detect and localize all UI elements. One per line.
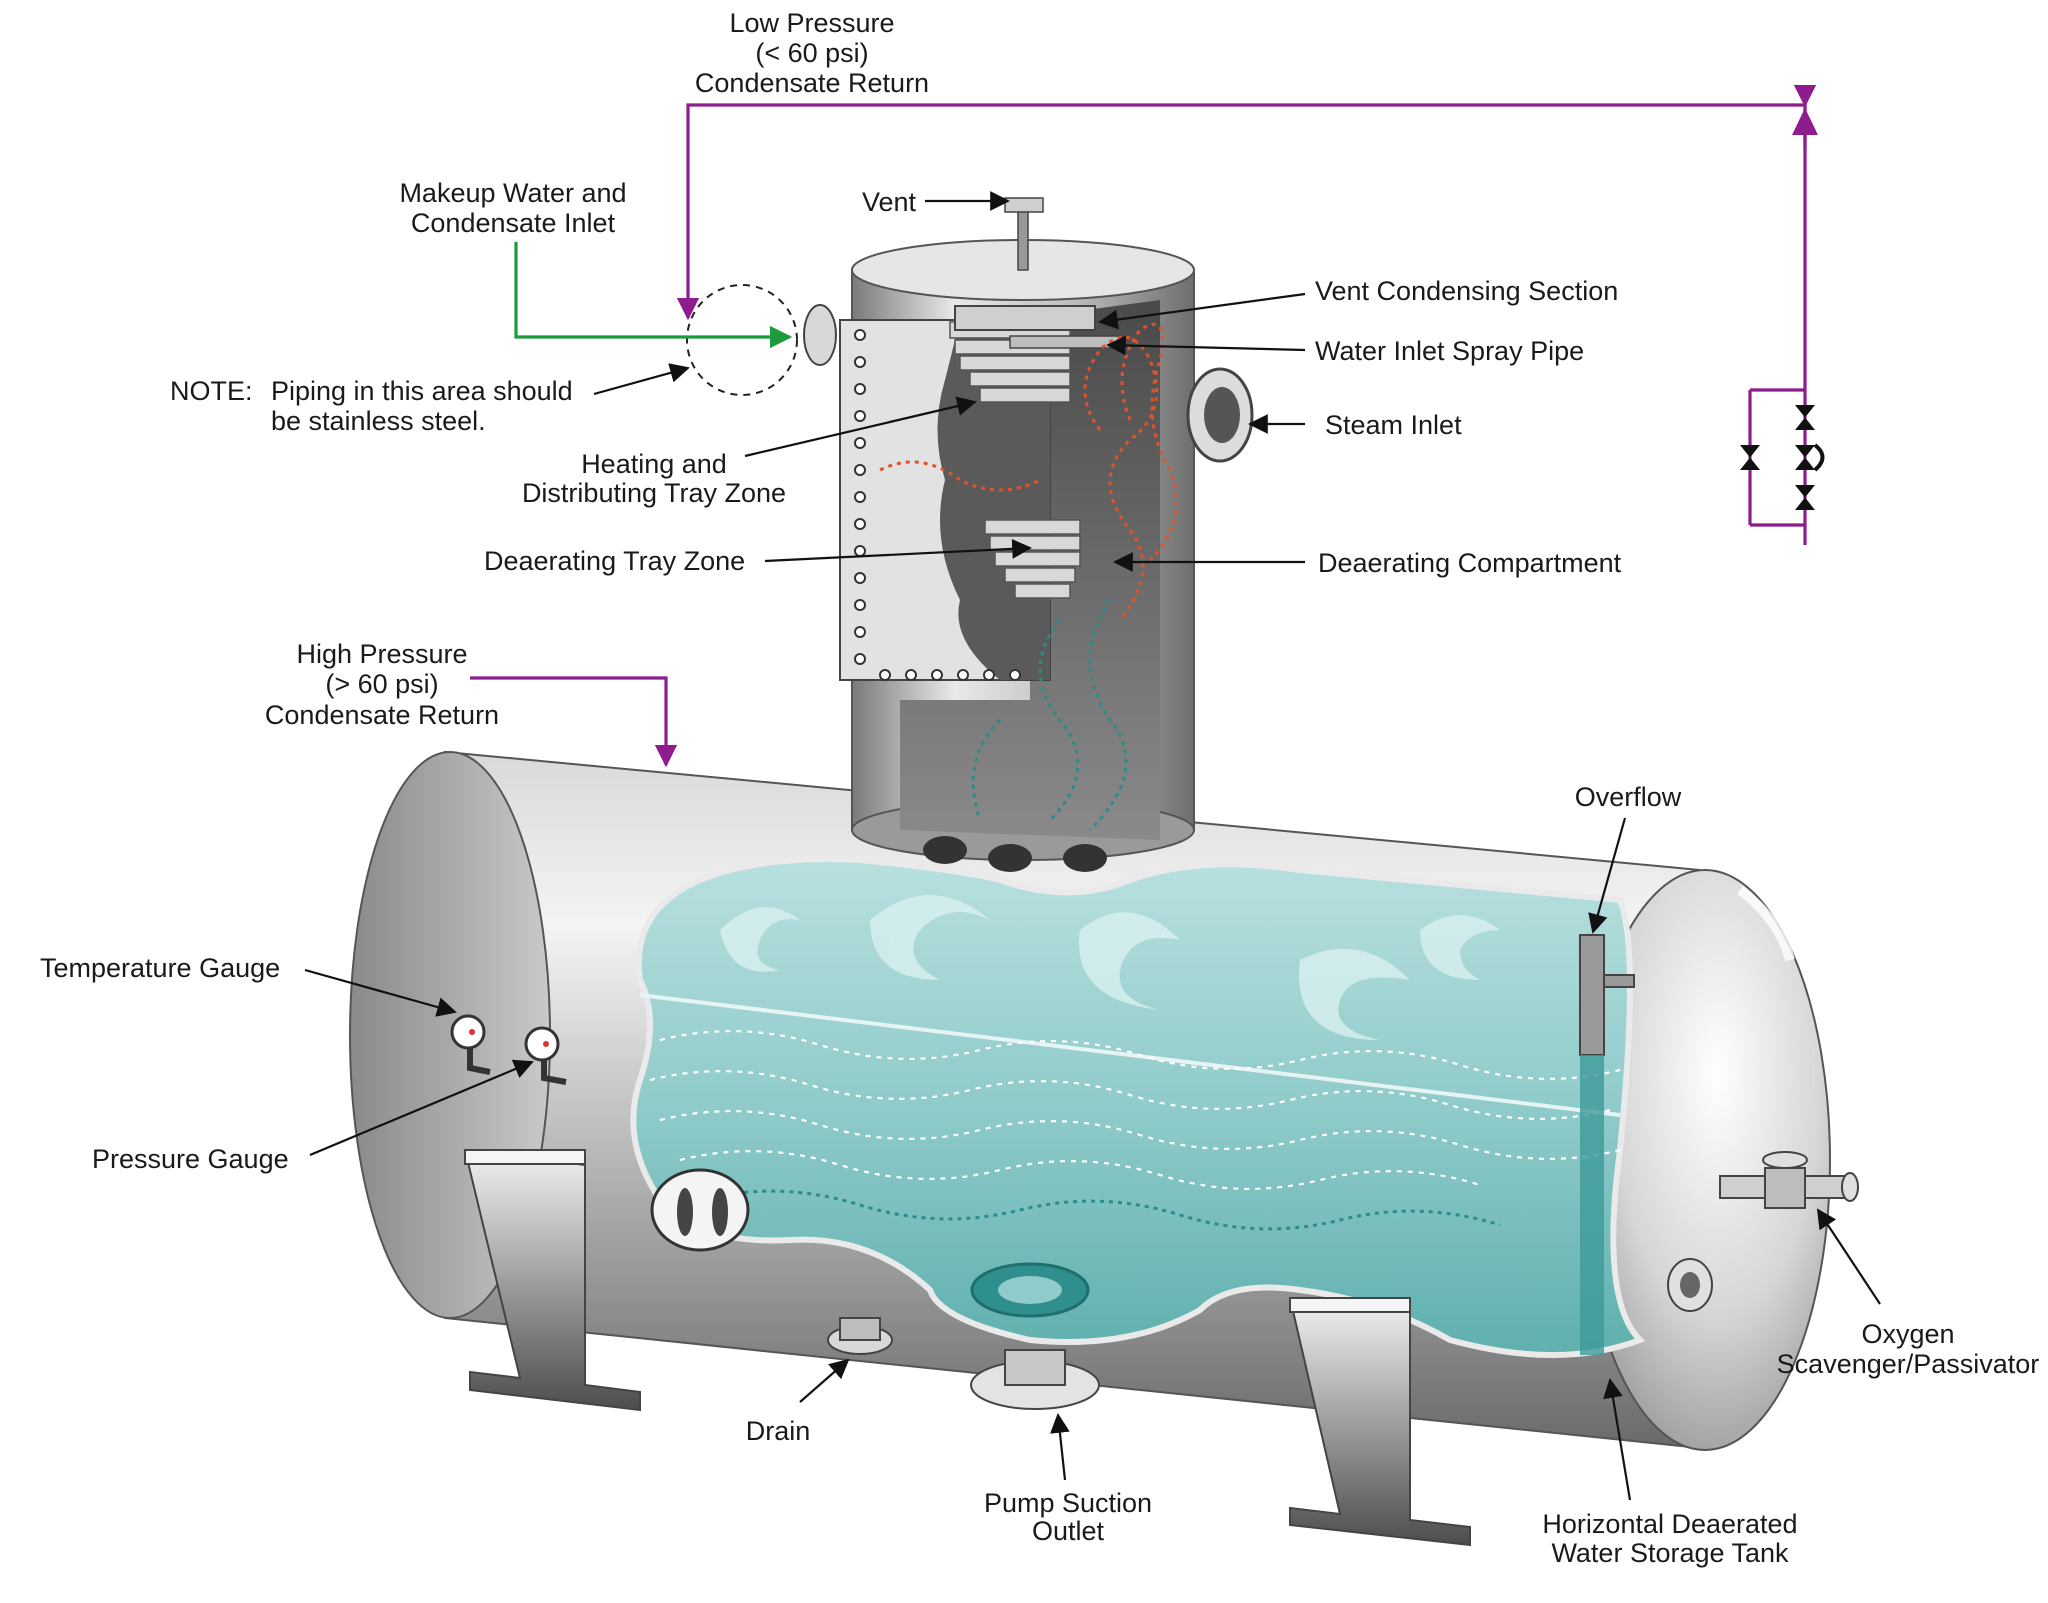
- label-low-pressure-line2: (< 60 psi): [755, 38, 868, 68]
- low-pressure-arrow-head: [1792, 108, 1818, 135]
- stainless-area-circle: [686, 284, 798, 396]
- pump-suction-nozzle: [970, 1349, 1100, 1410]
- label-deaerating-compartment: Deaerating Compartment: [1318, 548, 1622, 578]
- door-bolt: [854, 653, 866, 665]
- door-bolt: [879, 669, 891, 681]
- door-bolt: [854, 410, 866, 422]
- label-oxygen-line1: Oxygen: [1861, 1319, 1954, 1349]
- label-water-inlet-spray: Water Inlet Spray Pipe: [1315, 336, 1584, 366]
- label-storage-tank: Horizontal Deaerated Water Storage Tank: [1542, 1509, 1797, 1568]
- door-bolt: [983, 669, 995, 681]
- door-bolt: [854, 599, 866, 611]
- door-bolt: [854, 626, 866, 638]
- label-heating-tray: Heating and Distributing Tray Zone: [522, 449, 786, 508]
- label-note-prefix: NOTE:: [170, 376, 253, 406]
- door-bolt: [854, 437, 866, 449]
- label-high-pressure-line3: Condensate Return: [265, 700, 499, 730]
- manway: [650, 1168, 750, 1252]
- label-storage-tank-line1: Horizontal Deaerated: [1542, 1509, 1797, 1539]
- oxygen-scavenger-valve: [1667, 1151, 1859, 1312]
- deaerator-column: [803, 197, 1254, 872]
- label-steam-inlet: Steam Inlet: [1325, 410, 1462, 440]
- label-high-pressure-line1: High Pressure: [296, 639, 467, 669]
- low-pressure-return-line: [676, 84, 1825, 545]
- label-note-line1: Piping in this area should: [271, 376, 573, 406]
- label-overflow: Overflow: [1575, 782, 1682, 812]
- door-bolt: [854, 356, 866, 368]
- label-high-pressure: High Pressure (> 60 psi) Condensate Retu…: [265, 639, 499, 730]
- label-vent: Vent: [862, 187, 917, 217]
- label-pressure-gauge: Pressure Gauge: [92, 1144, 289, 1174]
- label-note-line2: be stainless steel.: [271, 406, 486, 436]
- door-bolt: [931, 669, 943, 681]
- label-oxygen-line2: Scavenger/Passivator: [1777, 1349, 2040, 1379]
- label-makeup-water-line2: Condensate Inlet: [411, 208, 616, 238]
- door-bolt: [854, 464, 866, 476]
- label-heating-tray-line1: Heating and: [581, 449, 727, 479]
- label-low-pressure: Low Pressure (< 60 psi) Condensate Retur…: [695, 8, 929, 98]
- high-pressure-return-line: [470, 676, 678, 768]
- label-low-pressure-line3: Condensate Return: [695, 68, 929, 98]
- door-bolt: [854, 518, 866, 530]
- label-storage-tank-line2: Water Storage Tank: [1551, 1538, 1789, 1568]
- label-pump-suction-line1: Pump Suction: [984, 1488, 1152, 1518]
- label-temperature-gauge: Temperature Gauge: [40, 953, 280, 983]
- label-low-pressure-line1: Low Pressure: [729, 8, 894, 38]
- label-oxygen: Oxygen Scavenger/Passivator: [1777, 1319, 2040, 1379]
- door-bolt: [854, 572, 866, 584]
- label-note: NOTE: Piping in this area should be stai…: [170, 376, 573, 436]
- door-bolt: [957, 669, 969, 681]
- label-vent-condensing: Vent Condensing Section: [1315, 276, 1618, 306]
- label-pump-suction: Pump Suction Outlet: [984, 1488, 1152, 1546]
- steam-flow-lines: [879, 322, 1179, 621]
- drain-nozzle: [827, 1317, 893, 1355]
- label-makeup-water-line1: Makeup Water and: [399, 178, 626, 208]
- label-makeup-water: Makeup Water and Condensate Inlet: [399, 178, 626, 238]
- leader-lines: [304, 191, 1881, 1501]
- tank-legs: [463, 1148, 1471, 1547]
- door-bolt: [854, 491, 866, 503]
- water-flow-lines: [971, 599, 1128, 832]
- door-bolt: [854, 383, 866, 395]
- door-bolts: [854, 329, 1021, 681]
- label-deaerating-tray: Deaerating Tray Zone: [484, 546, 745, 576]
- pressure-gauge: [524, 1026, 567, 1085]
- makeup-water-line: [514, 242, 793, 349]
- label-drain: Drain: [746, 1416, 811, 1446]
- door-bolt: [854, 545, 866, 557]
- door-bolt: [905, 669, 917, 681]
- temperature-gauge: [450, 1014, 491, 1075]
- door-bolt: [854, 329, 866, 341]
- label-high-pressure-line2: (> 60 psi): [325, 669, 438, 699]
- label-pump-suction-line2: Outlet: [1032, 1516, 1105, 1546]
- tank-water-cutaway: [630, 856, 1646, 1358]
- label-heating-tray-line2: Distributing Tray Zone: [522, 478, 786, 508]
- door-bolt: [1009, 669, 1021, 681]
